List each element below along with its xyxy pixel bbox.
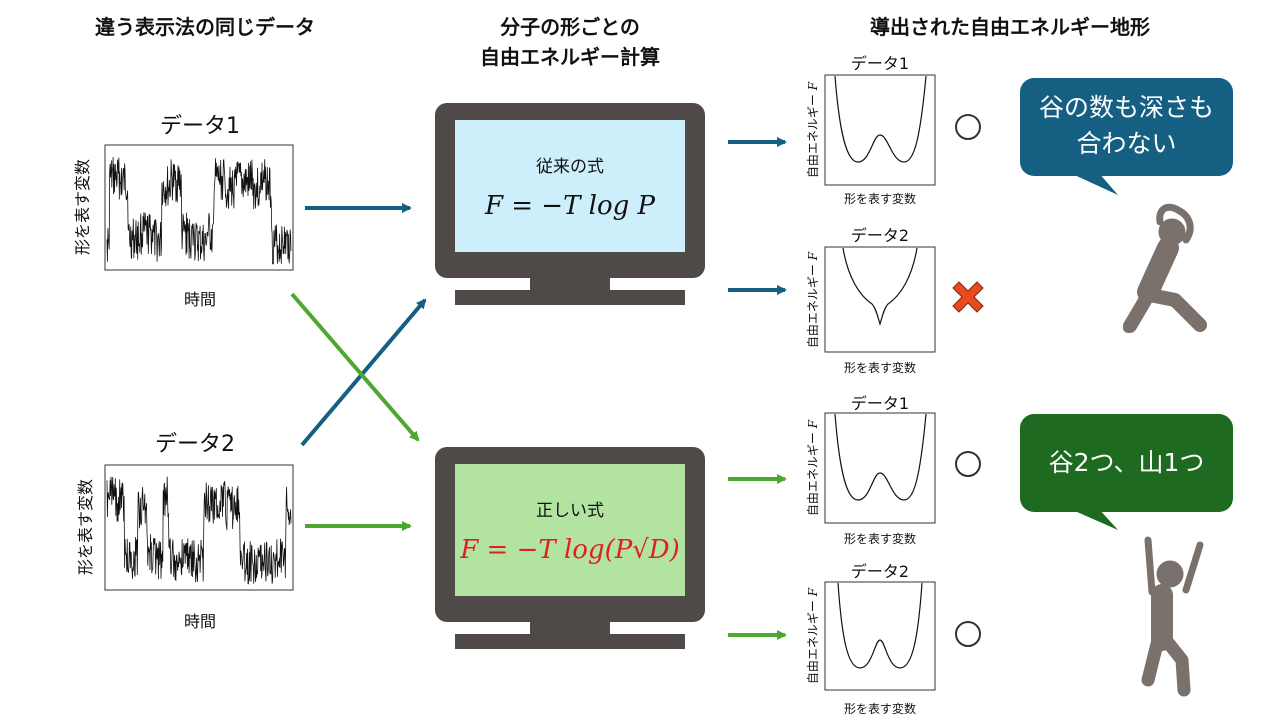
landscape-xlabel-2: 形を表す変数 (843, 361, 916, 375)
arrow-data1-to-correct (290, 292, 420, 442)
bubble-text-mismatch-line1: 谷の数も深さも (1038, 93, 1214, 122)
landscape-curve-1 (834, 75, 927, 163)
arrow-data2-to-conventional (300, 298, 427, 447)
happy-person-icon (1141, 536, 1204, 697)
landscape-ylabel-text-2: 自由エネルギー (806, 264, 820, 349)
landscape-curve-2 (842, 247, 918, 326)
landscape-ylabel-text-3: 自由エネルギー (806, 432, 820, 517)
landscape-title-3: データ1 (850, 394, 910, 413)
bubble-text-match-line1: 谷2つ、山1つ (1048, 448, 1205, 477)
landscape-frame-1 (824, 74, 936, 186)
screen-conventional: 従来の式 F = −T log P (455, 120, 685, 252)
landscape-ylabel-3: 自由エネルギー F (804, 418, 820, 518)
screen-correct: 正しい式 F = −T log(P√D) (455, 464, 685, 596)
landscape-curve-3 (834, 413, 927, 501)
landscape-ylabel-text-1: 自由エネルギー (806, 94, 820, 179)
landscape-ysym-1: F (806, 81, 820, 91)
timeseries-title-1: データ1 (160, 114, 240, 139)
heading-right: 導出された自由エネルギー地形 (870, 15, 1150, 39)
landscape-xlabel-4: 形を表す変数 (843, 702, 916, 716)
bubble-text-mismatch-line2: 合わない (1076, 129, 1177, 158)
formula-conventional: F = −T log P (484, 190, 656, 221)
result-circle-3 (955, 451, 981, 477)
formula-correct: F = −T log(P√D) (460, 534, 680, 565)
heading-middle-line2: 自由エネルギー計算 (480, 45, 660, 69)
screen-label-conventional: 従来の式 (536, 156, 604, 177)
landscape-frame-2 (824, 246, 936, 353)
landscape-ysym-2: F (806, 251, 820, 261)
landscape-title-4: データ2 (850, 562, 910, 581)
landscape-ylabel-1: 自由エネルギー F (804, 80, 820, 180)
landscape-ysym-4: F (806, 587, 820, 597)
landscape-curve-4 (837, 582, 923, 669)
timeseries-line-2 (106, 476, 292, 585)
landscape-ylabel-2: 自由エネルギー F (804, 250, 820, 350)
result-circle-4 (955, 621, 981, 647)
timeseries-xlabel-1: 時間 (183, 290, 216, 309)
landscape-title-1: データ1 (850, 54, 910, 73)
result-circle-1 (955, 114, 981, 140)
timeseries-title-2: データ2 (155, 432, 235, 457)
bubble-text-match: 谷2つ、山1つ (1020, 445, 1233, 481)
landscape-xlabel-1: 形を表す変数 (843, 192, 916, 206)
landscape-ylabel-text-4: 自由エネルギー (806, 600, 820, 685)
timeseries-ylabel-2: 形を表す変数 (76, 479, 95, 576)
timeseries-frame-2 (104, 464, 294, 591)
landscape-ylabel-4: 自由エネルギー F (804, 586, 820, 686)
distressed-person-icon (1123, 203, 1207, 333)
bubble-text-mismatch: 谷の数も深さも 合わない (1020, 90, 1233, 162)
speech-bubble-match (1020, 414, 1233, 530)
timeseries-line-1 (106, 157, 292, 265)
landscape-ysym-3: F (806, 419, 820, 429)
screen-label-correct: 正しい式 (536, 500, 604, 521)
timeseries-ylabel-1: 形を表す変数 (73, 159, 92, 256)
heading-middle-line1: 分子の形ごとの (500, 15, 640, 39)
result-cross-icon (952, 281, 984, 313)
heading-left: 違う表示法の同じデータ (95, 15, 315, 39)
landscape-frame-3 (824, 412, 936, 524)
timeseries-xlabel-2: 時間 (183, 612, 216, 631)
heading-middle: 分子の形ごとの 自由エネルギー計算 (420, 12, 720, 72)
landscape-xlabel-3: 形を表す変数 (843, 532, 916, 546)
landscape-frame-4 (824, 581, 936, 691)
speech-bubble-mismatch (1020, 78, 1233, 195)
landscape-title-2: データ2 (850, 226, 910, 245)
